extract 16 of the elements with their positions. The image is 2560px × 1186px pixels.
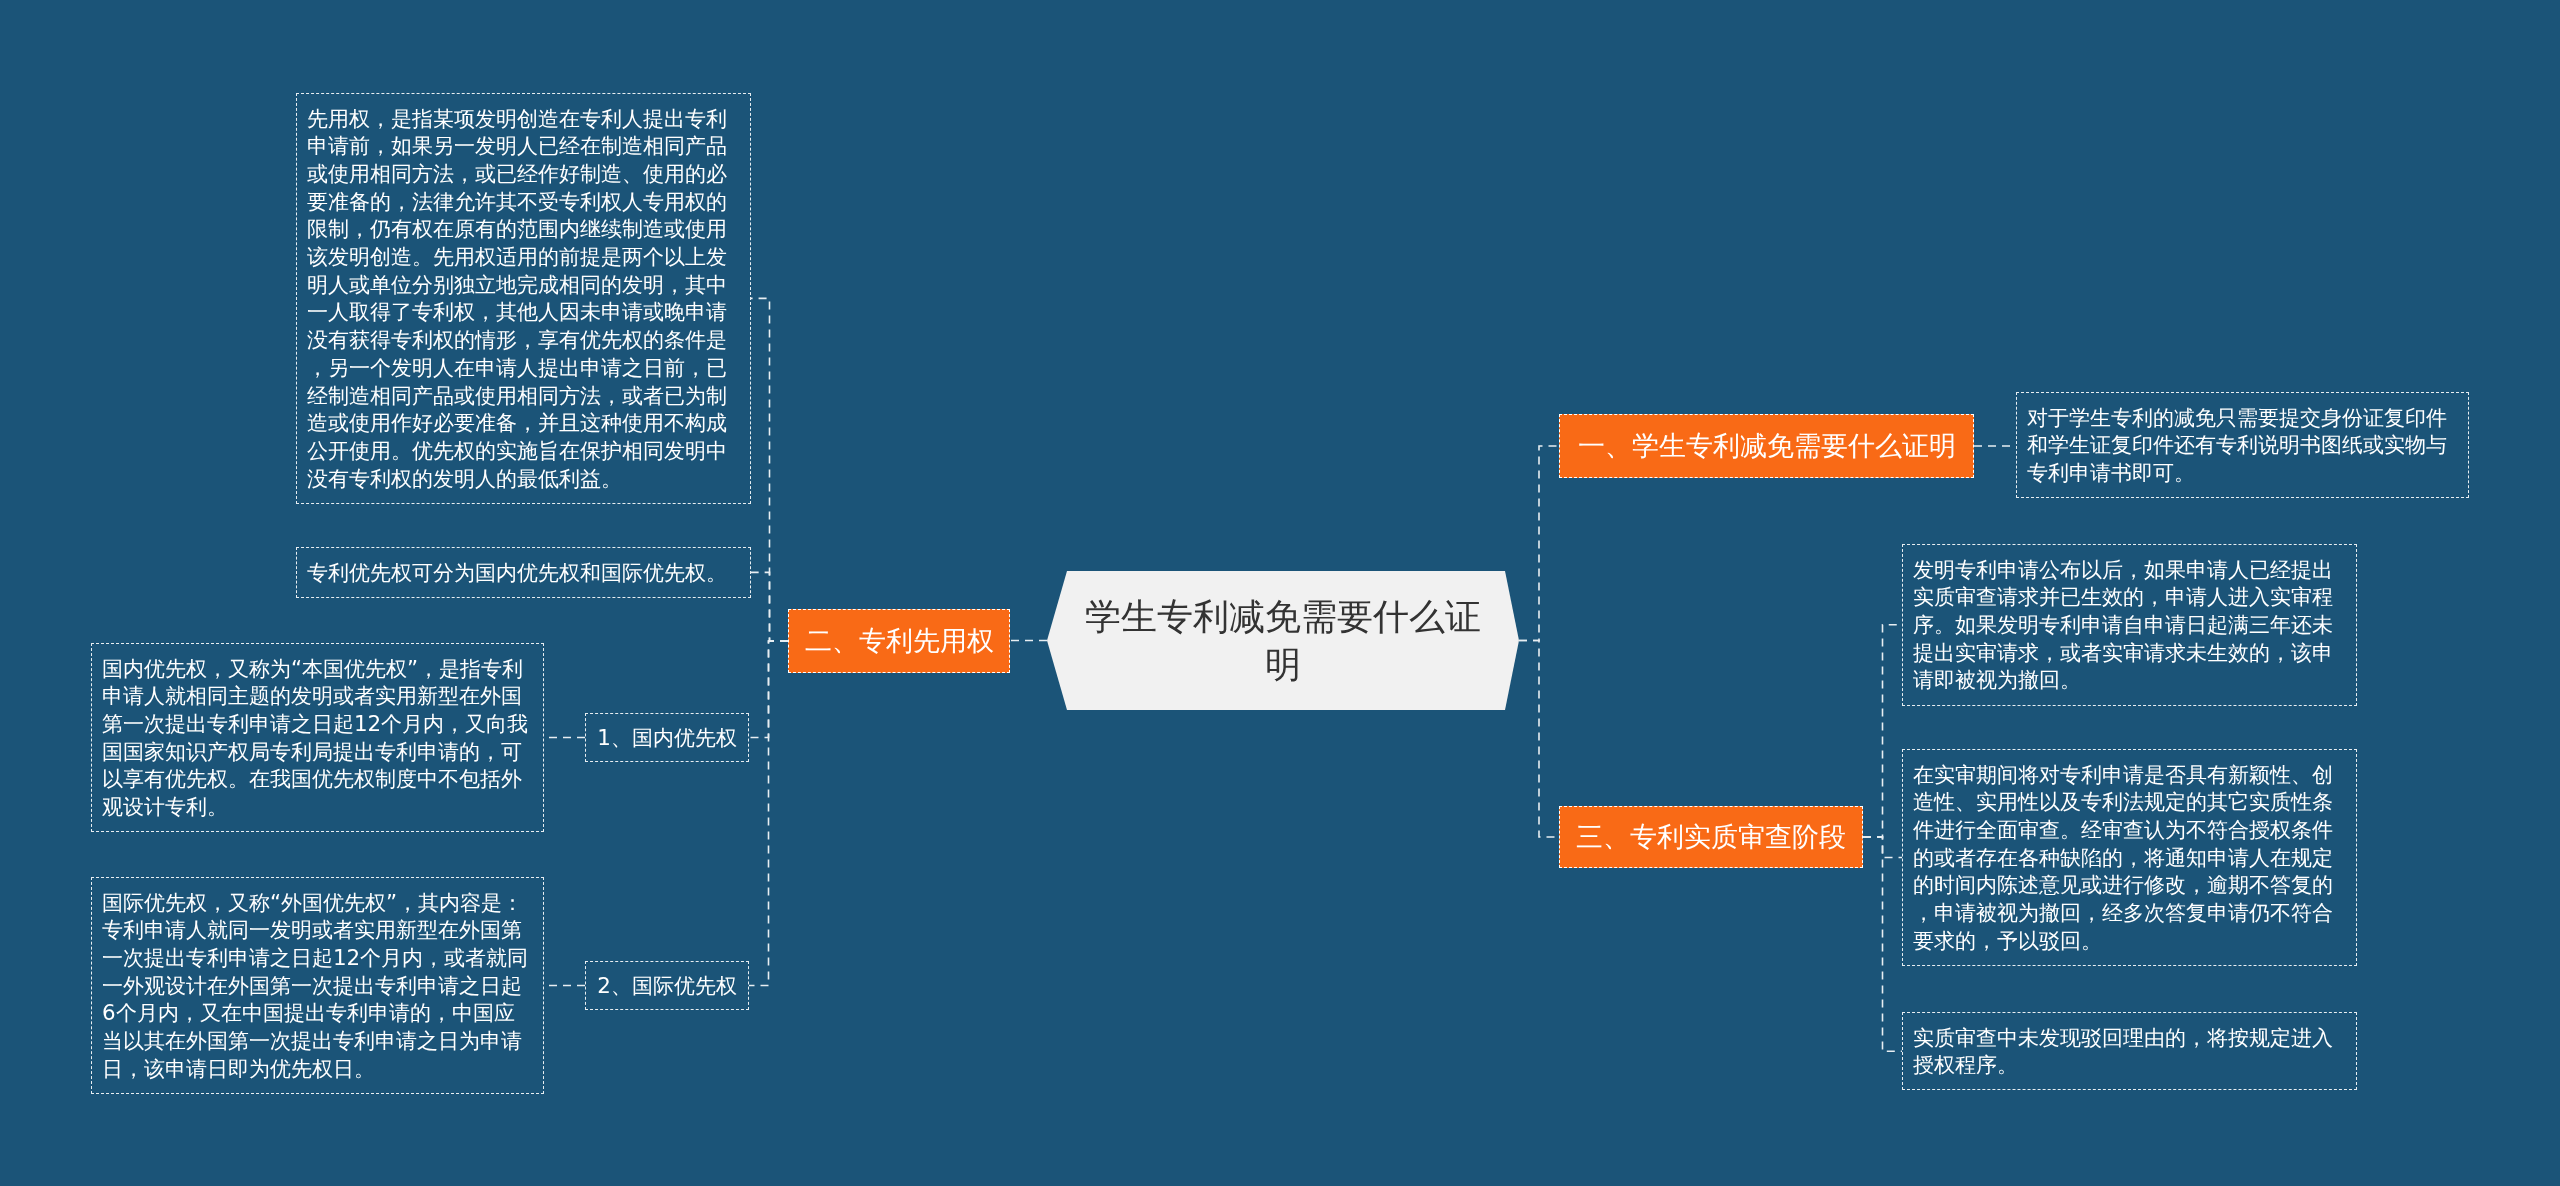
branch-topic-box: 一、学生专利减免需要什么证明 <box>1559 414 1974 478</box>
subtopic-box: 1、国内优先权 <box>585 713 749 762</box>
subtopic-box: 2、国际优先权 <box>585 961 749 1010</box>
note-box: 对于学生专利的减免只需要提交身份证复印件和学生证复印件还有专利说明书图纸或实物与专利申请书即可。 <box>2016 392 2469 499</box>
note-box: 国际优先权，又称“外国优先权”，其内容是：专利申请人就同一发明或者实用新型在外国第一次提出专利申请之日起12个月内，或者就同一外观设计在外国第一次提出专利申请之日起6个月内，又在中国提出专利申请的，中国应当以其在外国第一次提出专利申请之日为申请日，该申请日即为优先权日。 <box>91 877 544 1094</box>
connector-line <box>1009 639 1048 642</box>
connector-line <box>1862 836 1903 1052</box>
note-box: 专利优先权可分为国内优先权和国际优先权。 <box>296 547 751 598</box>
branch-topic-box: 二、专利先用权 <box>788 609 1010 673</box>
note-box: 先用权，是指某项发明创造在专利人提出专利申请前，如果另一发明人已经在制造相同产品或使用相同方法，或已经作好制造、使用的必要准备的，法律允许其不受专利权人专用权的限制，仍有权在原有的范围内继续制造或使用该发明创造。先用权适用的前提是两个以上发明人或单位分别独立地完成相同的发明，其中一人取得了专利权，其他人因未申请或晚申请没有获得专利权的情形，享有优先权的条件是，另一个发明人在申请人提出申请之日前，已经制造相同产品或使用相同方法，或者已为制造或使用作好必要准备，并且这种使用不构成公开使用。优先权的实施旨在保护相同发明中没有专利权的发明人的最低利益。 <box>296 93 751 504</box>
central-topic-hexagon: 学生专利减免需要什么证明 <box>1047 571 1519 710</box>
note-box: 在实审期间将对专利申请是否具有新颖性、创造性、实用性以及专利法规定的其它实质性条件进行全面审查。经审查认为不符合授权条件的或者存在各种缺陷的，将通知申请人在规定的时间内陈述意见或进行修改，逾期不答复的，申请被视为撤回，经多次答复申请仍不符合要求的，予以驳回。 <box>1902 749 2357 966</box>
branch-topic-box: 三、专利实质审查阶段 <box>1559 806 1863 868</box>
note-box: 发明专利申请公布以后，如果申请人已经提出实质审查请求并已生效的，申请人进入实审程序。如果发明专利申请自申请日起满三年还未提出实审请求，或者实审请求未生效的，该申请即被视为撤回。 <box>1902 544 2357 706</box>
note-box: 实质审查中未发现驳回理由的，将按规定进入授权程序。 <box>1902 1012 2357 1091</box>
note-box: 国内优先权，又称为“本国优先权”，是指专利申请人就相同主题的发明或者实用新型在外国第一次提出专利申请之日起12个月内，又向我国国家知识产权局专利局提出专利申请的，可以享有优先权。在我国优先权制度中不包括外观设计专利。 <box>91 643 544 833</box>
